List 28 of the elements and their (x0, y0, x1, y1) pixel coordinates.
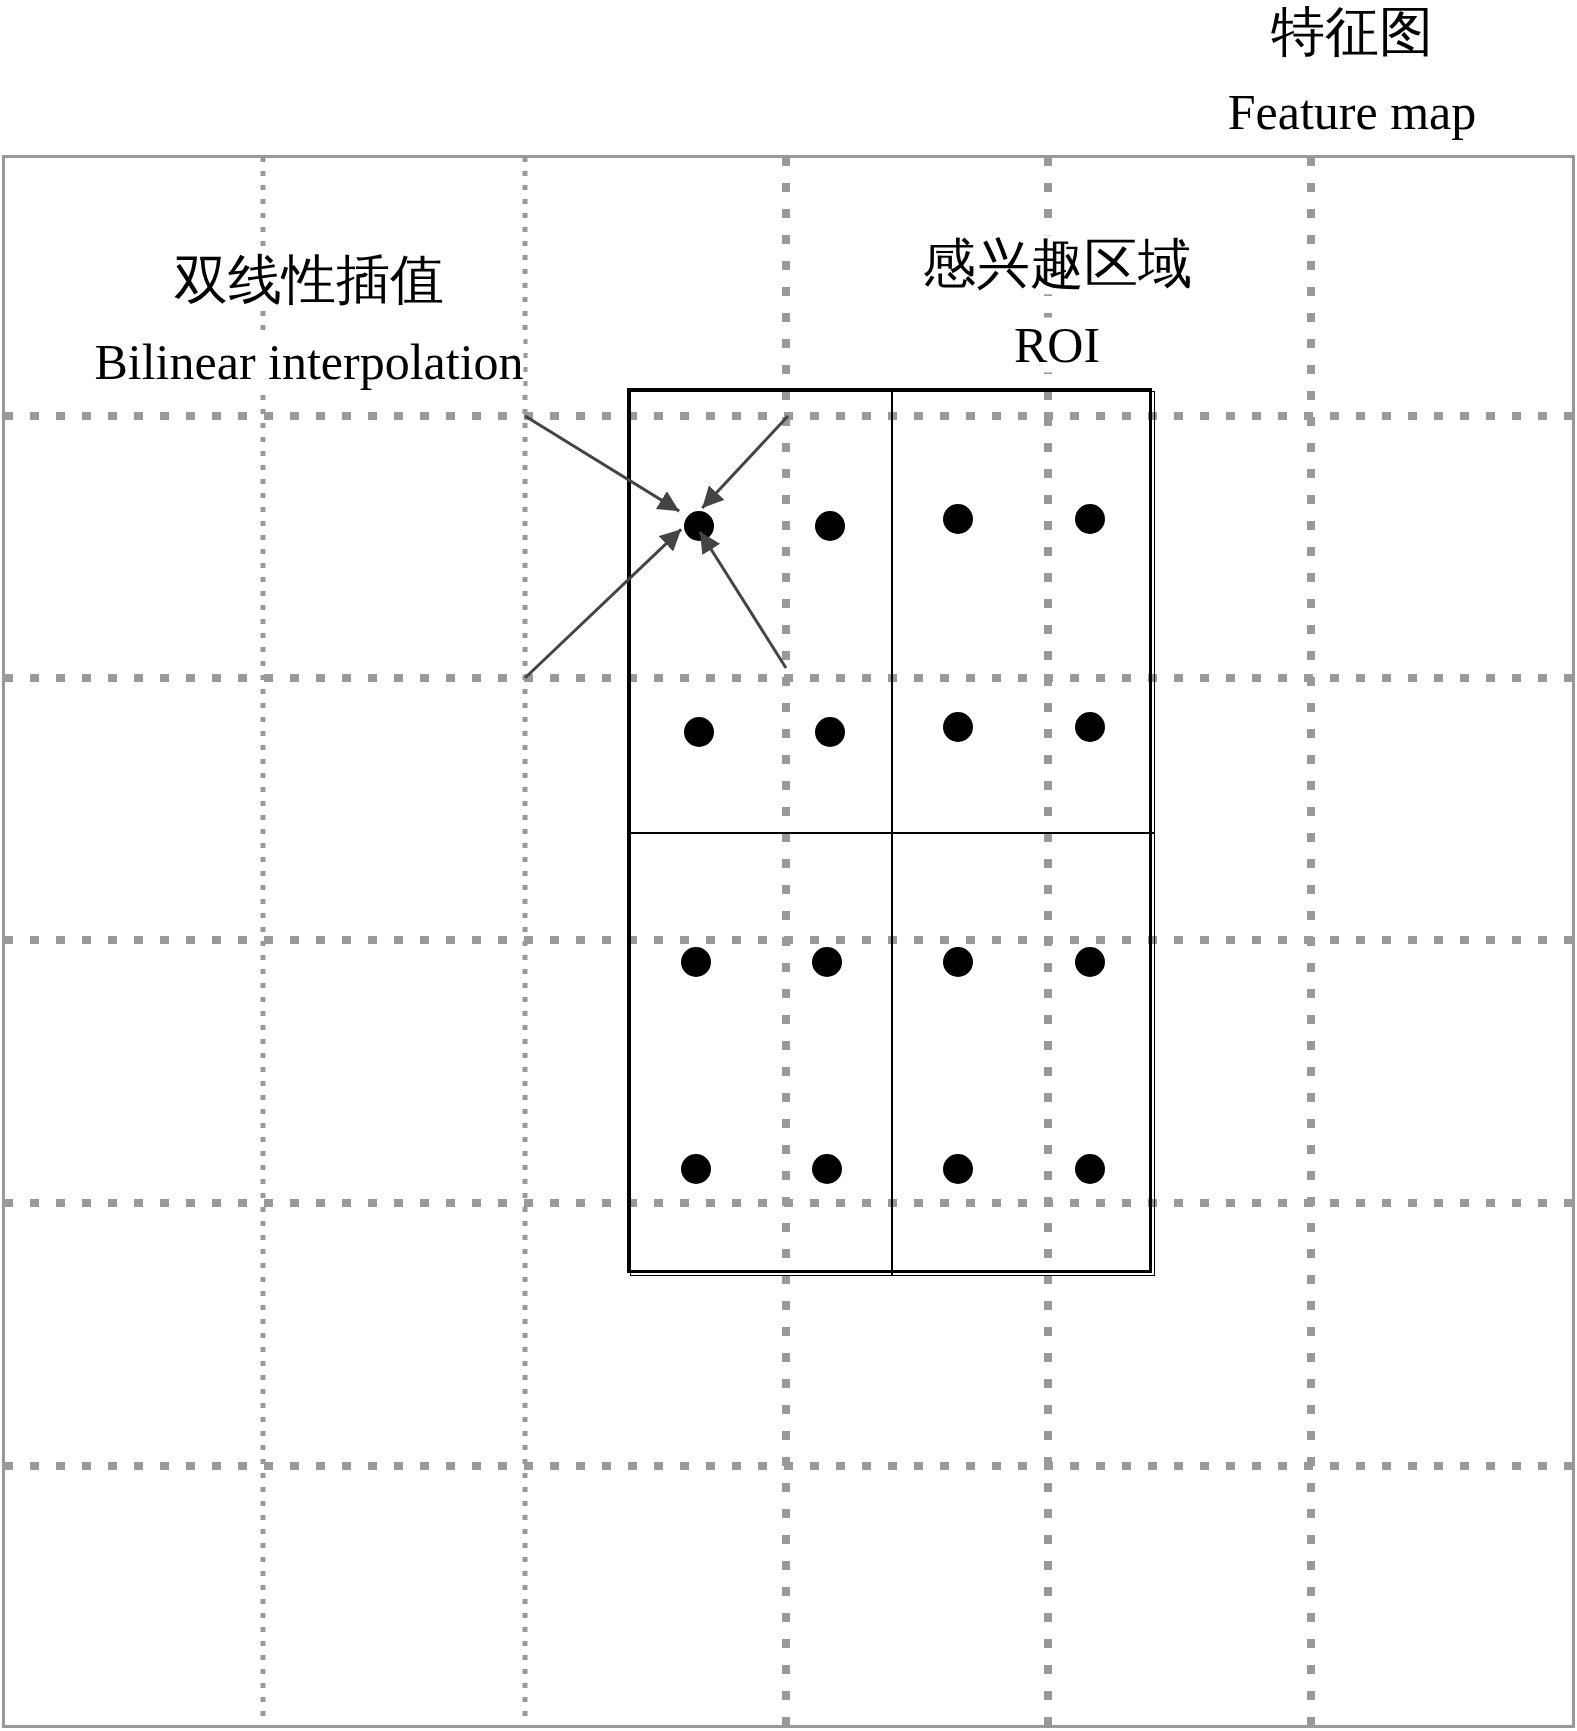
sampling-point (1075, 712, 1105, 742)
sampling-point (815, 717, 845, 747)
arrow (701, 414, 790, 510)
sampling-point (1075, 947, 1105, 977)
arrow (523, 528, 683, 680)
sampling-point (681, 1154, 711, 1184)
sampling-point (1075, 1154, 1105, 1184)
roi-box (627, 388, 1152, 1273)
sampling-point (943, 947, 973, 977)
sampling-point (1075, 504, 1105, 534)
chinese-label: 感兴趣区域 (922, 235, 1192, 295)
sampling-point (943, 1154, 973, 1184)
arrow (524, 414, 680, 513)
sampling-point (943, 712, 973, 742)
sampling-point (812, 947, 842, 977)
english-label: ROI (1013, 317, 1101, 373)
sampling-point (684, 717, 714, 747)
sampling-point (943, 504, 973, 534)
arrow (698, 530, 788, 669)
sampling-point (684, 511, 714, 541)
sampling-point (815, 511, 845, 541)
roi-bin (892, 833, 1155, 1276)
sampling-point (812, 1154, 842, 1184)
roi-bin (630, 391, 892, 833)
roi-bin (630, 833, 892, 1276)
feature-map-frame (2, 155, 1575, 1728)
sampling-point (681, 947, 711, 977)
roi-bin (892, 391, 1155, 833)
